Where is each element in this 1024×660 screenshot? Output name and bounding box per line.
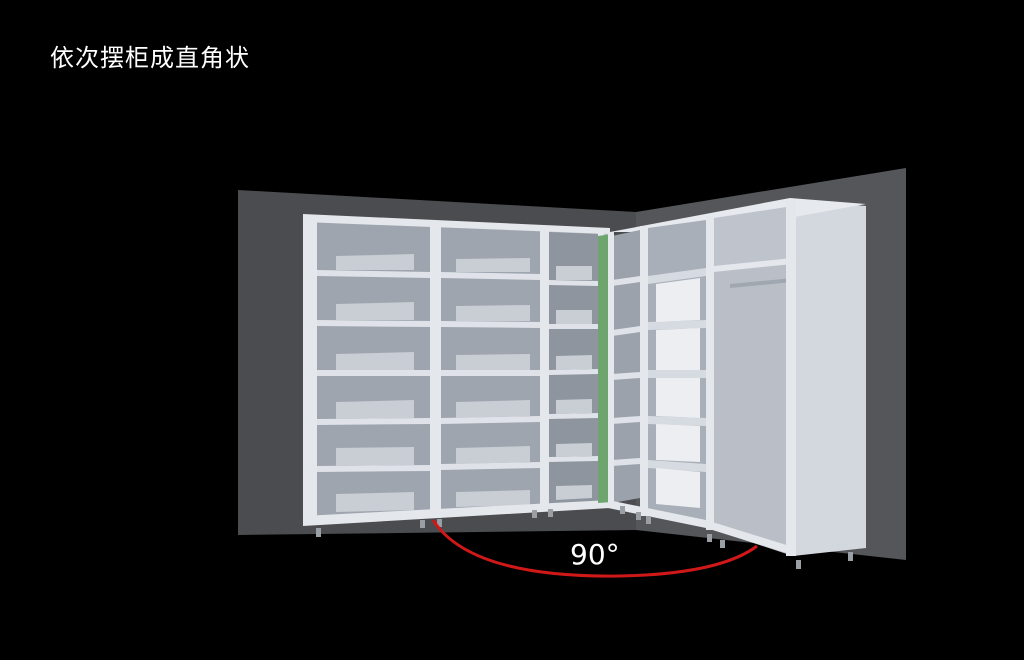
right-cabinet-bank	[608, 198, 866, 556]
left-cabinet-bank	[303, 214, 610, 526]
right-angle-arc	[431, 519, 758, 578]
angle-label: 90°	[570, 538, 620, 571]
cabinet-feet	[316, 506, 853, 569]
page-title: 依次摆柜成直角状	[50, 44, 250, 72]
